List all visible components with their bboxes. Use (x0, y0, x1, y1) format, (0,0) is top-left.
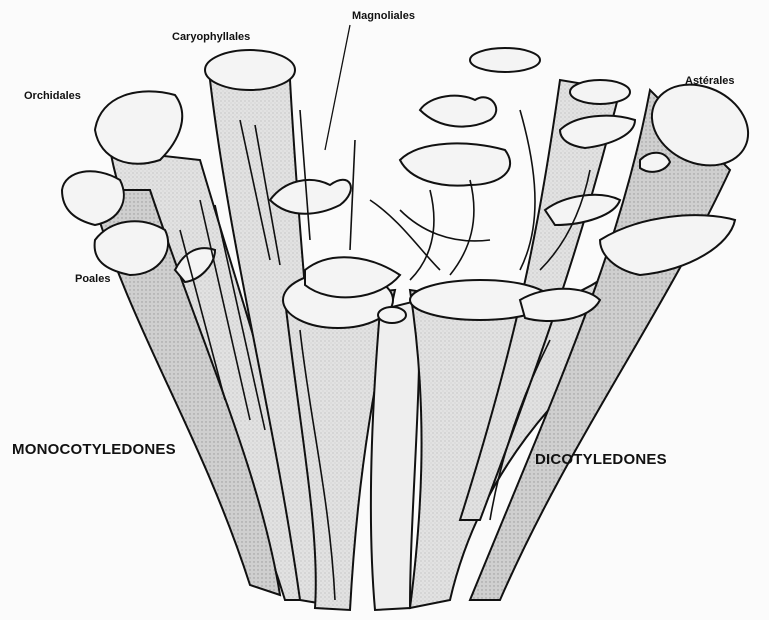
label-magnoliales: Magnoliales (352, 10, 415, 22)
label-leader-lines (325, 25, 350, 150)
label-monocotyledones: MONOCOTYLEDONES (12, 441, 176, 458)
label-caryophyllales: Caryophyllales (172, 31, 250, 43)
label-dicotyledones: DICOTYLEDONES (535, 451, 667, 468)
label-poales: Poales (75, 273, 110, 285)
label-asterales: Astérales (685, 75, 735, 87)
label-orchidales: Orchidales (24, 90, 81, 102)
